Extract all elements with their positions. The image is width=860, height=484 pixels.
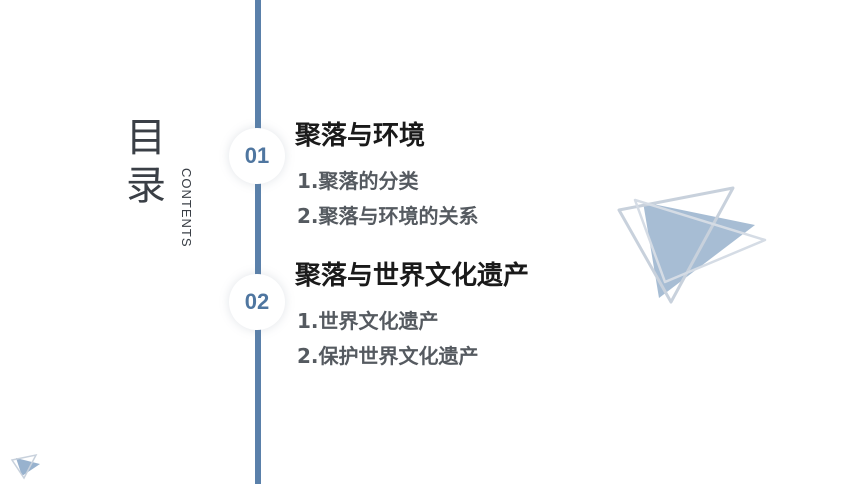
timeline-line: [255, 0, 261, 484]
title-char-2: 录: [126, 163, 166, 209]
contents-subtitle: CONTENTS: [179, 168, 194, 248]
section-1-item-1[interactable]: 1.聚落的分类: [297, 169, 419, 193]
section-title-2[interactable]: 聚落与世界文化遗产: [295, 261, 530, 291]
section-number-badge-2: 02: [229, 274, 285, 330]
section-2-item-2[interactable]: 2.保护世界文化遗产: [297, 344, 479, 368]
section-number-badge-1: 01: [229, 128, 285, 184]
section-title-1[interactable]: 聚落与环境: [295, 121, 426, 151]
triangle-prism-icon: [617, 186, 767, 304]
section-2-item-1[interactable]: 1.世界文化遗产: [297, 309, 439, 333]
title-char-1: 目: [126, 115, 166, 161]
page-title: 目 录: [126, 114, 166, 210]
section-1-item-2[interactable]: 2.聚落与环境的关系: [297, 204, 479, 228]
small-triangle-icon: [10, 453, 40, 480]
